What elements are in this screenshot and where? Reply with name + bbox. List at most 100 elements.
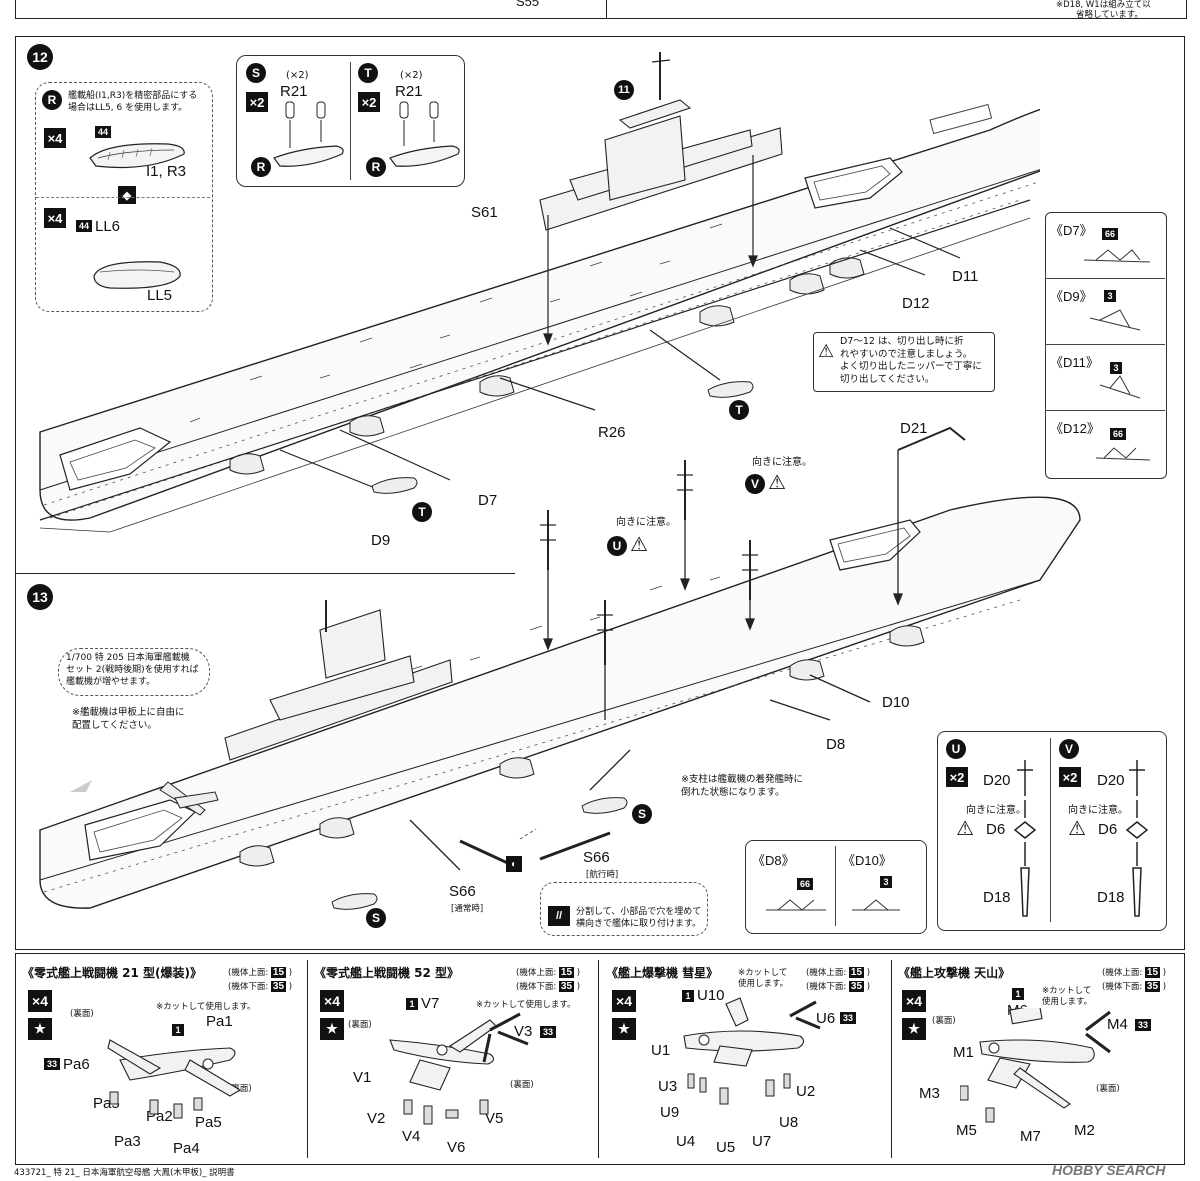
sub-t-icon: T	[358, 63, 378, 83]
step-12-frame	[15, 36, 1185, 950]
paint-tag: 33	[44, 1058, 60, 1070]
suisei-drawing	[683, 997, 821, 1105]
star-icon: ★	[902, 1018, 926, 1040]
label-d11: D11	[952, 268, 979, 285]
warning-box	[813, 332, 995, 392]
paint-tag: 33	[840, 1012, 856, 1024]
part-u5: U5	[716, 1139, 736, 1156]
back-label: (裏面)	[70, 1009, 94, 1019]
paint-tag: 66	[797, 878, 813, 890]
u-marker: U	[607, 536, 627, 556]
sub-u-icon: U	[946, 739, 966, 759]
label-i1r3: I1, R3	[146, 163, 187, 180]
label-d9: D9	[371, 532, 391, 549]
top-surface: (機体上面: 15 )	[516, 967, 581, 978]
label-d7: D7	[478, 492, 498, 509]
sprue-label-d10: 《D10》	[842, 853, 892, 868]
paint-tag: 33	[1135, 1019, 1151, 1031]
aircraft-section	[15, 953, 1185, 1165]
sub-v-part-d18: D18	[1097, 889, 1125, 906]
tenzan-drawing	[960, 1008, 1111, 1123]
back-label: (裏面)	[932, 1016, 956, 1026]
paint-tag: 3	[880, 876, 892, 888]
zero21-drawing	[107, 1039, 242, 1119]
part-m7: M7	[1020, 1128, 1041, 1145]
part-m4: M4	[1107, 1016, 1128, 1033]
part-m5: M5	[956, 1122, 977, 1139]
part-u6: U6	[816, 1010, 836, 1027]
part-u3: U3	[658, 1078, 678, 1095]
cut-icon: //	[548, 906, 570, 926]
aircraft-title: 《零式艦上戦闘機 21 型(爆装)》	[22, 966, 203, 980]
step-13-number: 13	[27, 584, 53, 610]
part-v3: V3	[514, 1023, 533, 1040]
warning-icon: ⚠	[768, 470, 786, 494]
st-divider	[350, 62, 351, 180]
sub-t-bottom-icon: R	[366, 157, 386, 177]
label-s66-normal-sub: [通常時]	[451, 904, 484, 914]
sub-s-count: (×2)	[286, 70, 309, 81]
back-label: (裏面)	[348, 1020, 372, 1030]
part-v4: V4	[402, 1128, 421, 1145]
mast-parts-drawing	[1013, 760, 1149, 917]
label-d12: D12	[902, 295, 930, 312]
qty-badge: ×4	[28, 990, 52, 1012]
part-v5: V5	[485, 1110, 504, 1127]
sub-u-part-d20: D20	[983, 772, 1011, 789]
s-boat-drawing	[581, 797, 628, 814]
aircraft-title: 《艦上攻撃機 天山》	[898, 966, 1011, 980]
part-v1: V1	[353, 1069, 372, 1086]
bottom-surface: (機体下面: 35 )	[228, 981, 293, 992]
cut-note: ※カットして使用します。	[738, 968, 789, 989]
boat-drawing-2	[93, 261, 181, 289]
label-d21: D21	[900, 420, 928, 437]
qty-badge: ×4	[44, 208, 66, 228]
aircraft-divider	[891, 960, 892, 1158]
label-s61: S61	[471, 204, 498, 221]
sprue-panel	[1045, 212, 1167, 479]
mast-note: ※支柱は艦載機の着発艦時に倒れた状態になります。	[681, 774, 803, 798]
qty-badge: ×2	[1059, 767, 1081, 787]
part-u4: U4	[676, 1133, 696, 1150]
t-marker: T	[729, 400, 749, 420]
label-d8: D8	[826, 736, 846, 753]
bottom-surface: (機体下面: 35 )	[1102, 981, 1167, 992]
qty-badge: ×4	[612, 990, 636, 1012]
top-divider	[606, 0, 607, 18]
part-v7: V7	[421, 995, 440, 1012]
sprue-row	[1045, 344, 1165, 411]
sprue-d8-d10	[766, 899, 900, 911]
paint-tag: 33	[540, 1026, 556, 1038]
zero52-drawing	[389, 1012, 529, 1125]
back-label: (裏面)	[1096, 1084, 1120, 1094]
part-u10: U10	[697, 987, 725, 1004]
planes-note-box	[58, 648, 210, 696]
paint-tag: 1	[172, 1024, 184, 1036]
cut-note: ※カットして使用します。	[476, 1000, 576, 1010]
qty-badge: ×2	[246, 92, 268, 112]
t-boat-drawing	[371, 477, 418, 494]
part-u1: U1	[651, 1042, 671, 1059]
qty-badge: ×4	[902, 990, 926, 1012]
part-v2: V2	[367, 1110, 386, 1127]
qty-badge: ×2	[946, 767, 968, 787]
sub-v-part-d20: D20	[1097, 772, 1125, 789]
document-id: 433721_ 特 21_ 日本海軍航空母艦 大鳳(木甲板)_ 説明書	[14, 1168, 235, 1178]
sprue-row	[1045, 410, 1165, 477]
part-pa6: Pa6	[63, 1056, 90, 1073]
aircraft-divider	[598, 960, 599, 1158]
qty-badge: ×4	[320, 990, 344, 1012]
v-marker: V	[745, 474, 765, 494]
aircraft-divider	[307, 960, 308, 1158]
label-s66-normal: S66	[449, 883, 476, 900]
qty-badge: ×2	[358, 92, 380, 112]
sub-t-count: (×2)	[400, 70, 423, 81]
top-surface: (機体上面: 15 )	[806, 967, 871, 978]
part-u9: U9	[660, 1104, 680, 1121]
paint-tag: 1	[1012, 988, 1024, 1000]
part-m3: M3	[919, 1085, 940, 1102]
d8-d10-divider	[835, 846, 836, 926]
warning-text: D7〜12 は、切り出し時に折れやすいので注意しましょう。よく切り出したニッパー…	[840, 336, 982, 385]
part-u2: U2	[796, 1083, 816, 1100]
warning-icon: ⚠	[630, 532, 648, 556]
